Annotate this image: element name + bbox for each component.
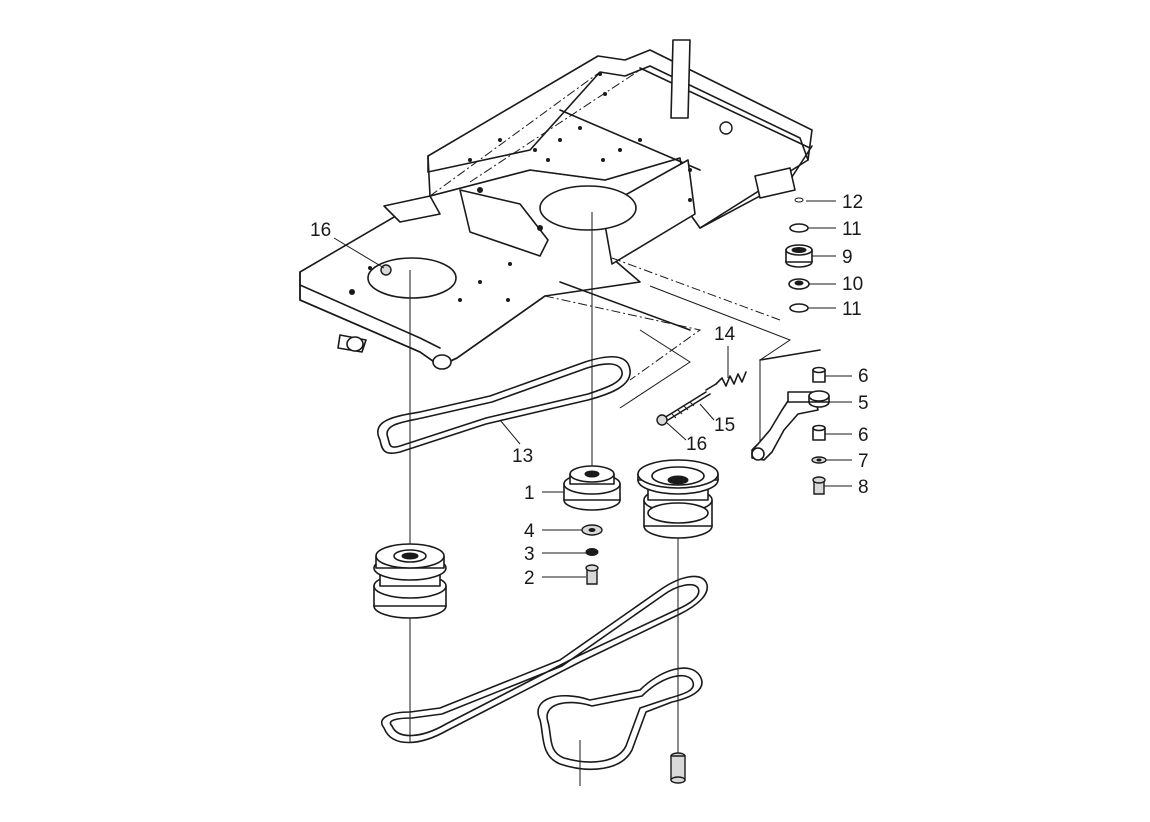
callout-5: 5 (858, 393, 869, 414)
centerlines (409, 212, 792, 786)
bolt-2 (585, 564, 599, 585)
nut-16-lower (656, 414, 668, 426)
bolt-8 (812, 476, 826, 495)
callout-16-upper: 16 (310, 220, 331, 241)
callout-3: 3 (524, 544, 535, 565)
callout-7: 7 (858, 451, 869, 472)
belt-drive-short (537, 667, 703, 770)
pulley-left (373, 543, 447, 619)
bushing-6-bottom (812, 424, 826, 441)
belt-drive-long (381, 575, 709, 744)
callout-14: 14 (714, 324, 736, 345)
callout-15: 15 (714, 415, 735, 436)
pulley-right (637, 459, 719, 539)
lock-washer-3 (585, 548, 599, 556)
callout-11-bottom: 11 (842, 299, 862, 320)
snap-ring-11-bottom (789, 303, 809, 313)
spring-14 (705, 371, 747, 391)
ring-12 (794, 197, 804, 203)
snap-ring-11-top (789, 223, 809, 233)
bearing-9 (785, 244, 813, 268)
bolt-15 (663, 391, 711, 421)
callout-12: 12 (842, 192, 863, 213)
washer-7 (811, 456, 827, 464)
washer-4 (581, 524, 603, 536)
bushing-6-top (812, 366, 826, 383)
callout-8: 8 (858, 477, 869, 498)
callout-13: 13 (512, 446, 533, 467)
callout-11-top: 11 (842, 219, 862, 240)
callout-9: 9 (842, 247, 853, 268)
callout-1: 1 (524, 483, 535, 504)
callout-6-bottom: 6 (858, 425, 869, 446)
pulley-1 (563, 465, 621, 511)
idler-arm-5 (751, 349, 821, 461)
callout-labels: 16 12 11 9 10 11 14 6 5 15 6 16 13 7 8 1… (310, 192, 869, 589)
belt-13 (377, 355, 631, 455)
callout-6-top: 6 (858, 366, 869, 387)
bearing-10 (788, 278, 810, 290)
bushing-5-collar (808, 390, 830, 408)
callout-2: 2 (524, 568, 535, 589)
callout-16-lower: 16 (686, 434, 707, 455)
leader-lines (333, 200, 852, 578)
callout-10: 10 (842, 274, 863, 295)
nut-16-upper (380, 264, 392, 276)
pin-bottom (670, 752, 686, 784)
chassis-frame (299, 39, 813, 381)
callout-4: 4 (524, 521, 535, 542)
